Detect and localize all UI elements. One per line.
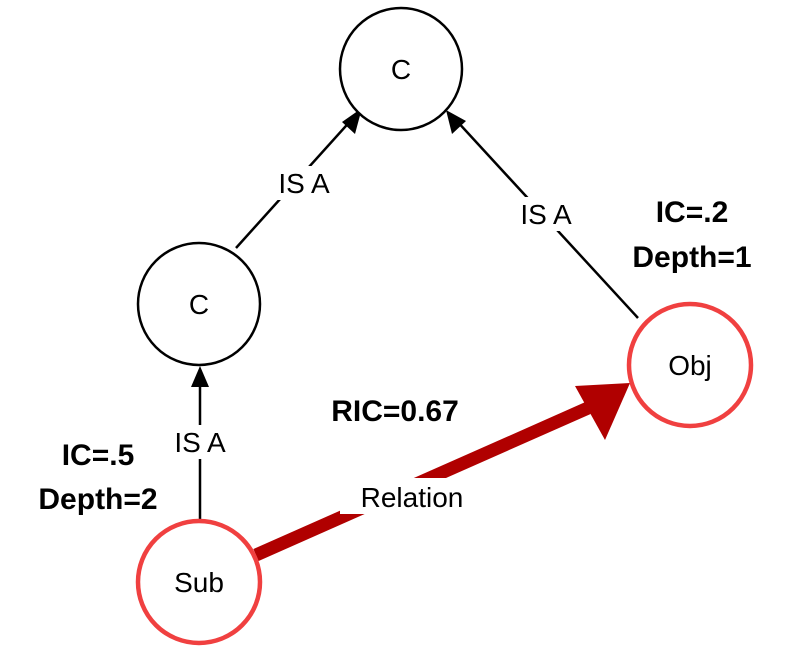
relation-label-bg	[340, 478, 485, 514]
object-node	[626, 301, 754, 429]
object-label: Obj	[668, 350, 712, 381]
subject-ic-annotation: IC=.5	[62, 439, 135, 472]
edge-middle-to-top-label: IS A	[278, 168, 330, 199]
top-concept-label: C	[391, 54, 411, 85]
edge-middle-to-top-arrowhead	[342, 108, 362, 134]
subject-label: Sub	[174, 567, 224, 598]
middle-concept-node	[136, 241, 262, 367]
edge-object-to-top-arrowhead	[446, 110, 466, 134]
edge-object-to-top-label-bg	[510, 197, 582, 231]
edge-subject-to-middle-label-bg	[163, 425, 237, 459]
edge-subject-to-middle-arrowhead	[191, 366, 209, 387]
ric-annotation: RIC=0.67	[331, 395, 459, 428]
edge-subject-to-middle-label: IS A	[174, 427, 226, 458]
object-ic-annotation: IC=.2	[656, 196, 729, 229]
relation-arrowhead	[575, 383, 630, 440]
edge-middle-to-top-label-bg	[268, 166, 340, 200]
subject-depth-annotation: Depth=2	[38, 483, 157, 516]
edge-object-to-top-label: IS A	[520, 199, 572, 230]
top-concept-node	[338, 6, 464, 132]
object-depth-annotation: Depth=1	[632, 241, 751, 274]
relation-label: Relation	[361, 482, 464, 513]
subject-node	[135, 518, 263, 646]
middle-concept-label: C	[189, 289, 209, 320]
